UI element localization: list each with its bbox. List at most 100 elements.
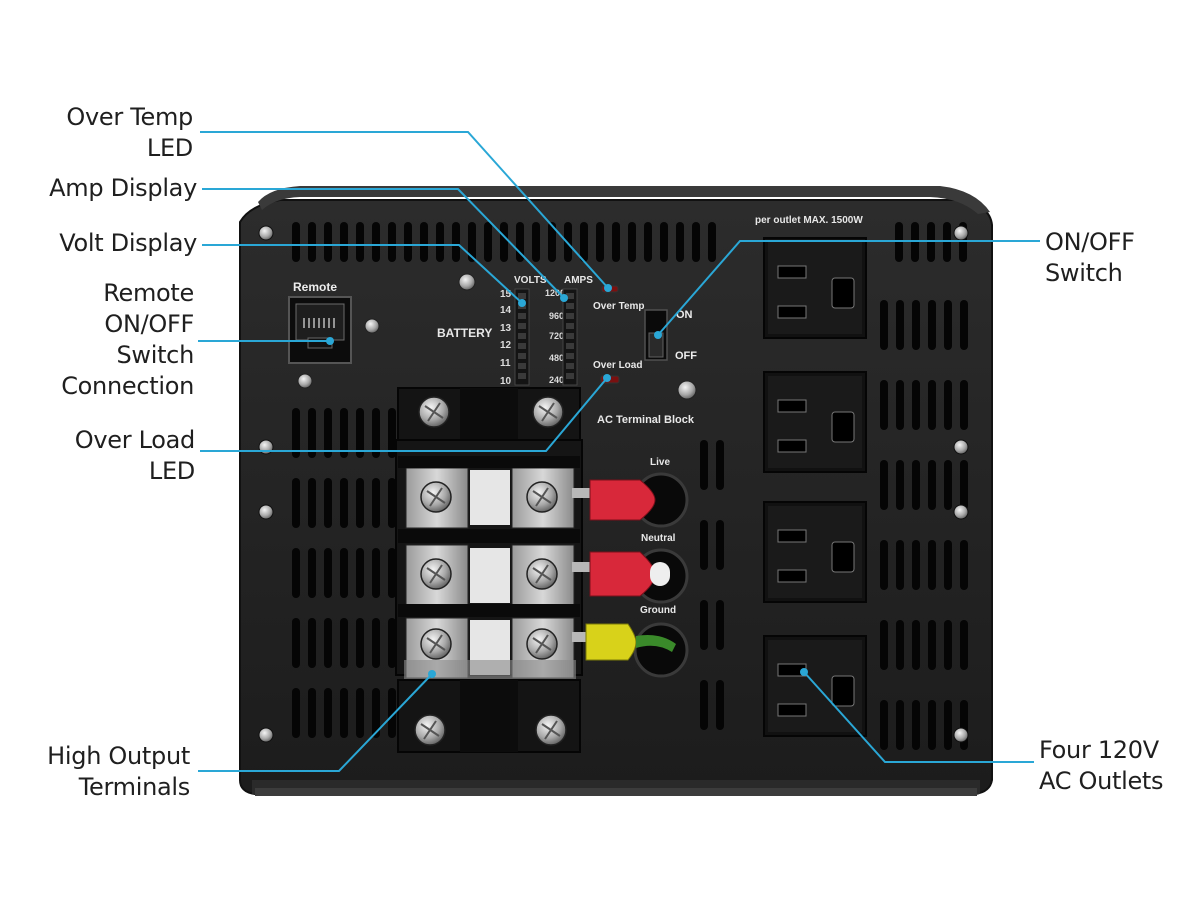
callout-line: Amp Display — [49, 174, 197, 202]
amps-label: AMPS — [564, 275, 593, 286]
body-screw — [953, 225, 969, 241]
callout-line: ON/OFF — [104, 310, 194, 338]
vent-slot — [340, 688, 348, 738]
vent-slot — [928, 380, 936, 430]
outlet-rating-label: per outlet MAX. 1500W — [755, 215, 863, 226]
volt-tick: 12 — [500, 340, 512, 351]
amp-tick: 1200 — [545, 288, 565, 298]
vent-slot — [660, 222, 668, 262]
vent-slot — [928, 620, 936, 670]
amp-tick: 240 — [549, 375, 564, 385]
remote-label: Remote — [293, 280, 337, 294]
vent-slot — [308, 618, 316, 668]
vent-slot — [880, 380, 888, 430]
vent-slot — [468, 222, 476, 262]
ac-outlet-slot — [777, 703, 807, 717]
vent-slot — [420, 222, 428, 262]
volt-tick: 11 — [500, 358, 511, 369]
vent-slot — [532, 222, 540, 262]
volts-label: VOLTS — [514, 275, 547, 286]
screw-slot — [429, 564, 443, 584]
leader-lines — [198, 131, 1040, 772]
amp-tick: 960 — [549, 311, 564, 321]
vent-slot — [912, 300, 920, 350]
screw-slot — [429, 487, 443, 507]
vent-slot — [388, 688, 396, 738]
led-segment — [518, 313, 526, 319]
vent-slot — [372, 548, 380, 598]
vent-slot — [308, 222, 316, 262]
callout-line: Switch — [116, 341, 194, 369]
ac-outlet-slot — [777, 399, 807, 413]
volt-tick: 15 — [500, 289, 512, 300]
vent-slot — [292, 688, 300, 738]
vent-slot — [960, 700, 968, 750]
vent-slot — [388, 548, 396, 598]
vent-slot — [308, 408, 316, 458]
screw-slot — [535, 487, 549, 507]
callout-on-off-switch: ON/OFF Switch — [1045, 227, 1195, 289]
body-screw — [953, 727, 969, 743]
over-temp-label: Over Temp — [593, 301, 645, 312]
vent-slot — [912, 380, 920, 430]
vent-slot — [716, 520, 724, 570]
vent-slot — [928, 700, 936, 750]
vent-slot — [880, 700, 888, 750]
vent-slot — [912, 620, 920, 670]
vent-slot — [700, 680, 708, 730]
vent-slot — [372, 222, 380, 262]
amp-display-segments — [566, 293, 574, 379]
vent-slot — [960, 380, 968, 430]
leader-over-load — [200, 377, 608, 452]
leader-dot — [800, 668, 808, 676]
callout-line: LED — [146, 134, 193, 162]
leader-dot — [428, 670, 436, 678]
body-screw — [953, 439, 969, 455]
leader-volt-display — [202, 244, 523, 304]
vent-slot — [700, 520, 708, 570]
vent-slot — [960, 620, 968, 670]
vent-slot — [340, 408, 348, 458]
led-segment — [518, 353, 526, 359]
vent-slot — [292, 408, 300, 458]
ac-wiring — [572, 472, 689, 678]
vent-slot — [308, 688, 316, 738]
vent-slot — [404, 222, 412, 262]
leader-on-off — [657, 240, 1040, 336]
vent-slot — [324, 408, 332, 458]
ac-outlet-slot — [777, 569, 807, 583]
vent-slot — [944, 460, 952, 510]
reset-toggle[interactable] — [677, 380, 697, 400]
vent-slot — [596, 222, 604, 262]
vent-slot — [944, 620, 952, 670]
led-segment — [518, 293, 526, 299]
vent-slot — [548, 222, 556, 262]
callout-line: Over Load — [74, 426, 196, 454]
vent-slot — [960, 460, 968, 510]
vent-slot — [436, 222, 444, 262]
led-segment — [518, 363, 526, 369]
led-segment — [518, 333, 526, 339]
ac-outlet-slot — [777, 265, 807, 279]
vent-slot — [944, 540, 952, 590]
ac-outlet-ground-hole — [831, 411, 855, 443]
vent-slot — [356, 688, 364, 738]
vent-slot — [644, 222, 652, 262]
volt-tick: 10 — [500, 376, 512, 387]
remote-port[interactable] — [288, 296, 352, 364]
vent-slot — [628, 222, 636, 262]
led-segment — [566, 363, 574, 369]
battery-label: BATTERY — [437, 326, 492, 340]
led-segment — [566, 373, 574, 379]
amp-tick: 480 — [549, 353, 564, 363]
callout-line: Remote — [103, 279, 194, 307]
vent-slot — [388, 478, 396, 528]
vent-slot — [340, 548, 348, 598]
vent-slot — [356, 408, 364, 458]
vent-slot — [960, 300, 968, 350]
vent-slot — [372, 688, 380, 738]
vent-slot — [676, 222, 684, 262]
ac-outlet-ground-hole — [831, 675, 855, 707]
vent-slot — [912, 460, 920, 510]
vent-slot — [928, 460, 936, 510]
